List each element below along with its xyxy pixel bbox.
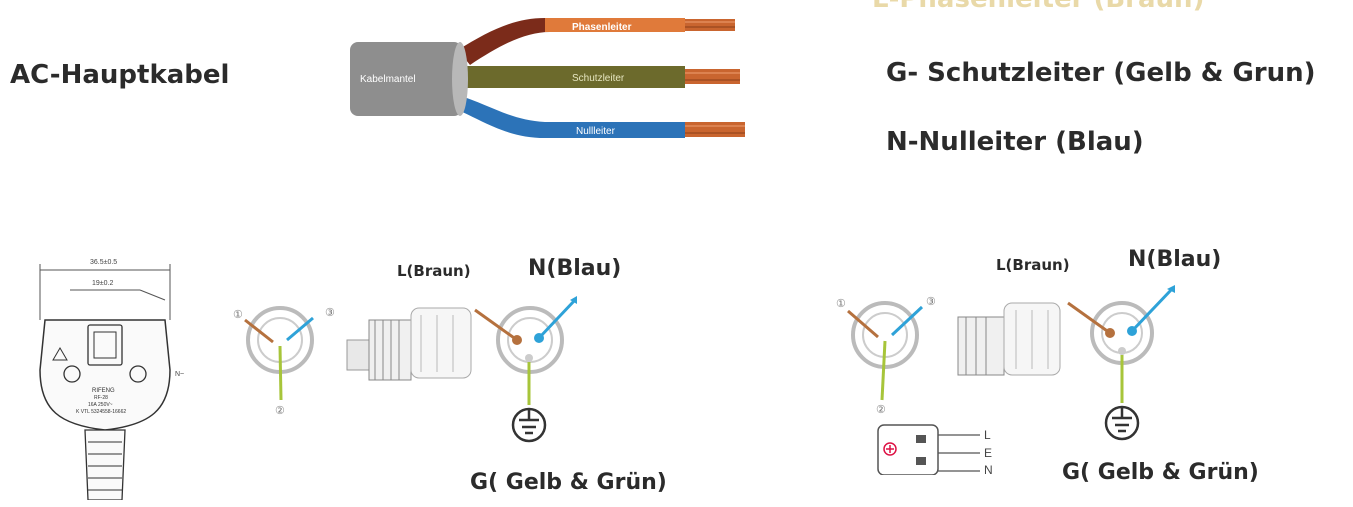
left-brown-label: L(Braun): [397, 262, 471, 280]
pin-2: ②: [275, 405, 285, 417]
page-title: AC-Hauptkabel: [10, 60, 230, 90]
cable-sheath: [350, 42, 468, 116]
left-ground-label: G( Gelb & Grün): [470, 470, 667, 495]
socket-letter-n: N: [984, 463, 993, 475]
left-wiring-diagram: ① ② ③: [233, 296, 577, 443]
brand: RIFENG: [92, 388, 115, 394]
right-ground-label: G( Gelb & Grün): [1062, 460, 1259, 485]
legend-neutral-conductor: N-Nulleiter (Blau): [886, 127, 1144, 157]
cert: K VTL 5324558-16662: [76, 409, 126, 415]
protective-conductor: [458, 66, 740, 88]
pin-1: ①: [836, 298, 846, 310]
protective-label: Schutzleiter: [572, 73, 625, 84]
socket-letter-e: E: [984, 446, 992, 460]
pin-1: ①: [233, 309, 243, 321]
n-mark: N~: [175, 371, 184, 378]
pin-2: ②: [876, 404, 886, 416]
pin-3: ③: [926, 296, 936, 308]
legend-protective-conductor: G- Schutzleiter (Gelb & Grun): [886, 58, 1316, 88]
sheath-label: Kabelmantel: [360, 74, 416, 85]
phase-conductor: [458, 18, 735, 65]
dim-inner: 19±0.2: [92, 280, 113, 287]
right-brown-label: L(Braun): [996, 256, 1070, 274]
neutral-label: Nullleiter: [576, 126, 616, 137]
right-wiring-diagram: ① ② ③ L E N: [836, 285, 1175, 475]
model: RF-28: [94, 395, 108, 401]
cable-illustration: Kabelmantel Phasenleiter Schutzleiter Nu…: [350, 18, 745, 138]
pin-3: ③: [325, 307, 335, 319]
socket-letter-l: L: [984, 428, 991, 442]
rating: 16A 250V~: [88, 402, 113, 408]
right-blue-label: N(Blau): [1128, 247, 1222, 272]
left-blue-label: N(Blau): [528, 256, 622, 281]
neutral-conductor: [458, 95, 745, 138]
dim-outer: 36.5±0.5: [90, 259, 117, 266]
phase-label: Phasenleiter: [572, 22, 632, 33]
legend-phase-conductor: L-Phasenleiter (Braun): [872, 0, 1204, 14]
plug-technical-drawing: 36.5±0.5 19±0.2 N~ RIFENG RF-28 16A 250V…: [39, 259, 184, 500]
